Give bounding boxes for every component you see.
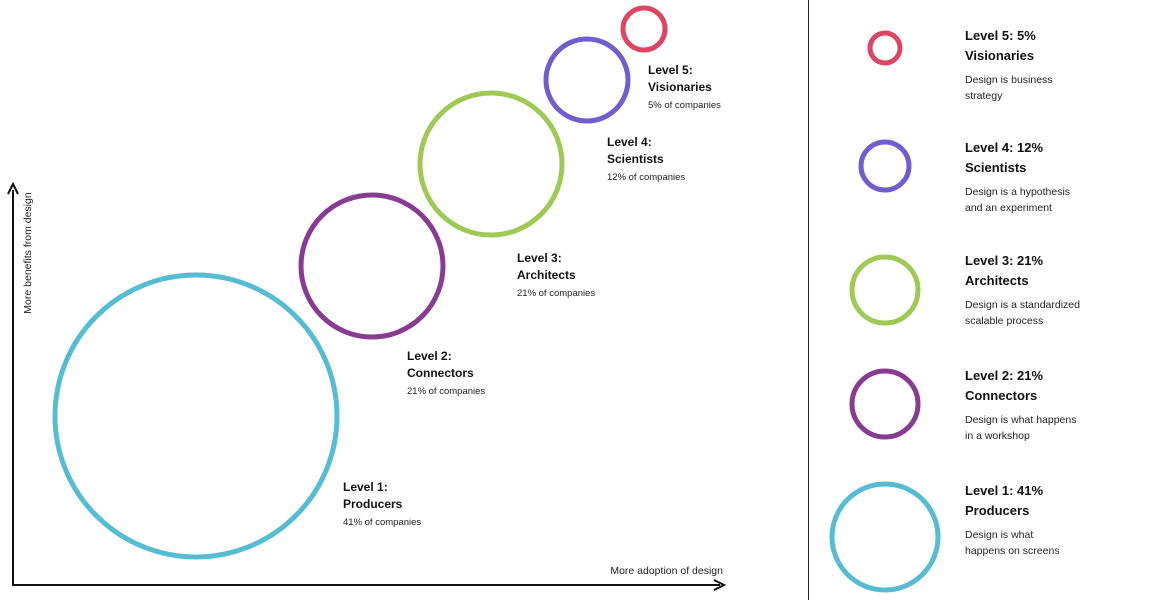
level-1-label: Level 1: Producers 41% of companies (343, 479, 421, 530)
legend-level-3-title: Level 3: 21% (965, 253, 1044, 268)
level-5-share: 5% of companies (648, 100, 721, 111)
legend-item-level-5: Level 5: 5% Visionaries Design is busine… (965, 26, 1145, 104)
level-5-name: Visionaries (648, 80, 712, 94)
legend-level-2-title: Level 2: 21% (965, 368, 1044, 383)
legend-level-4-circle (858, 139, 912, 193)
level-5-title: Level 5: (648, 63, 693, 77)
x-axis-arrow (713, 579, 727, 591)
level-3-label: Level 3: Architects 21% of companies (517, 250, 595, 301)
level-1-title: Level 1: (343, 480, 388, 494)
level-3-name: Architects (517, 268, 576, 282)
legend-item-level-4: Level 4: 12% Scientists Design is a hypo… (965, 138, 1145, 216)
legend-item-level-2: Level 2: 21% Connectors Design is what h… (965, 366, 1145, 444)
level-5-label: Level 5: Visionaries 5% of companies (648, 62, 721, 113)
legend-level-5-name: Visionaries (965, 48, 1035, 63)
level-2-circle (298, 192, 446, 340)
level-3-circle (417, 90, 565, 238)
panel-divider (808, 0, 809, 600)
legend-level-2-circle (849, 368, 921, 440)
legend-level-2-name: Connectors (965, 388, 1038, 403)
y-axis-label: More benefits from design (22, 192, 34, 314)
level-4-circle (543, 36, 631, 124)
level-4-label: Level 4: Scientists 12% of companies (607, 134, 685, 185)
legend-level-4-title: Level 4: 12% (965, 140, 1044, 155)
legend-level-5-circle (867, 30, 903, 66)
legend-level-4-name: Scientists (965, 160, 1027, 175)
level-1-name: Producers (343, 497, 403, 511)
x-axis-label: More adoption of design (610, 565, 723, 577)
legend-level-3-name: Architects (965, 273, 1029, 288)
legend-level-1-name: Producers (965, 503, 1030, 518)
level-2-label: Level 2: Connectors 21% of companies (407, 348, 485, 399)
level-5-circle (620, 5, 668, 53)
level-4-share: 12% of companies (607, 172, 686, 183)
y-axis-arrow (7, 181, 19, 195)
legend-level-5-title: Level 5: 5% (965, 28, 1036, 43)
level-2-title: Level 2: (407, 349, 452, 363)
level-4-title: Level 4: (607, 135, 652, 149)
level-2-share: 21% of companies (407, 386, 486, 397)
level-1-share: 41% of companies (343, 517, 422, 528)
level-1-circle (52, 272, 340, 560)
level-2-name: Connectors (407, 366, 474, 380)
legend-level-1-circle (829, 481, 941, 593)
legend-level-1-title: Level 1: 41% (965, 483, 1044, 498)
level-4-name: Scientists (607, 152, 664, 166)
legend-item-level-3: Level 3: 21% Architects Design is a stan… (965, 251, 1145, 329)
level-3-title: Level 3: (517, 251, 562, 265)
level-3-share: 21% of companies (517, 288, 596, 299)
legend-level-3-circle (849, 254, 921, 326)
